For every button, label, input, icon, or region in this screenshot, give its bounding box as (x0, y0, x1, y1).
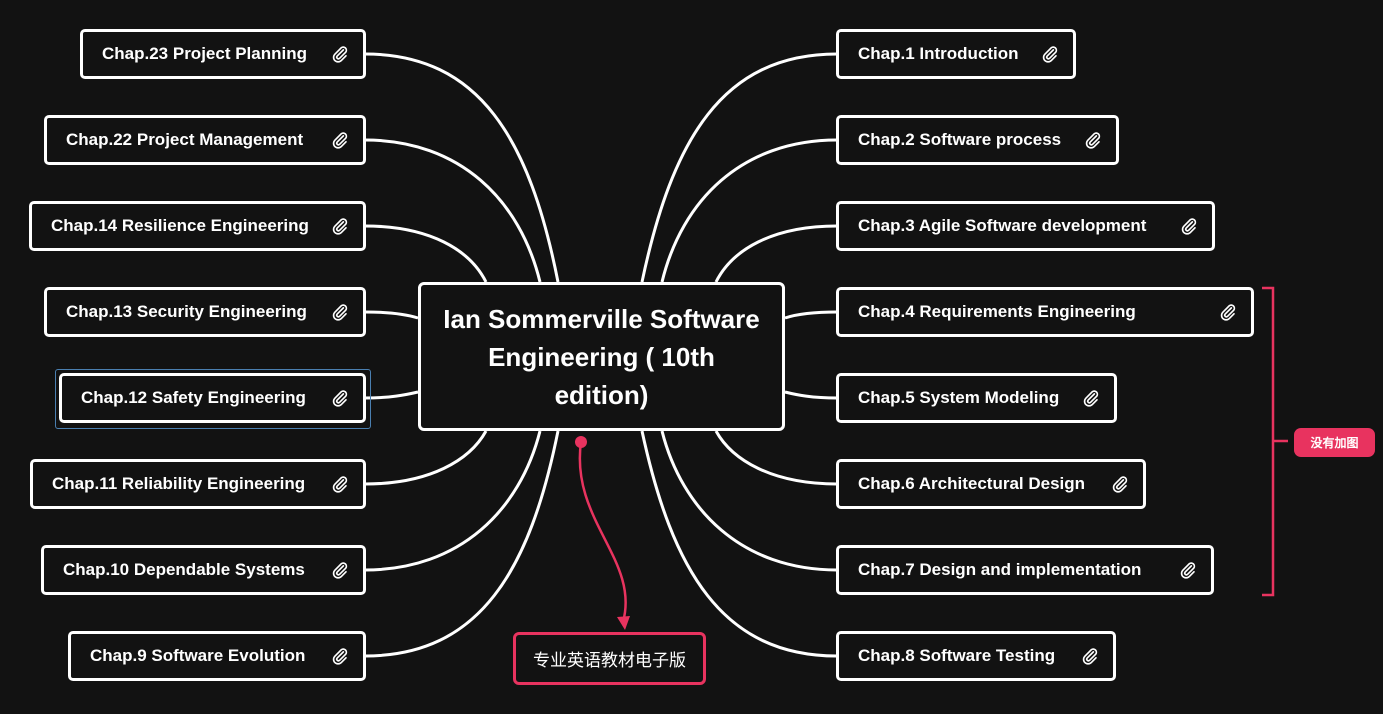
link-chap10 (364, 430, 542, 572)
topic-chap-5-system-modeling[interactable]: Chap.5 System Modeling (836, 373, 1117, 423)
attachment-icon[interactable] (331, 217, 349, 235)
topic-chap-3-agile-software-development[interactable]: Chap.3 Agile Software development (836, 201, 1215, 251)
topic-label: Chap.23 Project Planning (102, 44, 307, 63)
attachment-icon[interactable] (331, 561, 349, 579)
topic-chap-22-project-management[interactable]: Chap.22 Project Management (44, 115, 366, 165)
link-chap6 (714, 430, 838, 486)
topic-chap-23-project-planning[interactable]: Chap.23 Project Planning (80, 29, 366, 79)
topic-label: Chap.12 Safety Engineering (81, 388, 306, 407)
summary-bracket (1262, 286, 1288, 597)
topic-chap-8-software-testing[interactable]: Chap.8 Software Testing (836, 631, 1116, 681)
attachment-icon[interactable] (331, 389, 349, 407)
topic-label: Chap.7 Design and implementation (858, 560, 1142, 579)
topic-chap-12-safety-engineering[interactable]: Chap.12 Safety Engineering (59, 373, 366, 423)
link-chap4 (784, 310, 838, 320)
link-chap22 (364, 138, 542, 283)
relationship-arrowhead (617, 616, 630, 630)
topic-label: Chap.10 Dependable Systems (63, 560, 305, 579)
topic-label: Chap.2 Software process (858, 130, 1062, 149)
link-chap12 (364, 390, 419, 400)
topic-label: Chap.4 Requirements Engineering (858, 302, 1136, 321)
attachment-icon[interactable] (331, 475, 349, 493)
topic-label: Chap.3 Agile Software development (858, 216, 1147, 235)
topic-label: Chap.11 Reliability Engineering (52, 474, 306, 493)
link-chap2 (660, 138, 838, 283)
topic-label: Chap.1 Introduction (858, 44, 1019, 63)
topic-label: Chap.9 Software Evolution (90, 646, 306, 665)
topic-label: Chap.5 System Modeling (858, 388, 1060, 407)
topic-label: Chap.6 Architectural Design (858, 474, 1086, 493)
link-chap13 (364, 310, 419, 320)
attachment-icon[interactable] (1180, 217, 1198, 235)
relationship-note-label: 专业英语教材电子版 (533, 651, 686, 670)
attachment-icon[interactable] (1111, 475, 1129, 493)
attachment-icon[interactable] (331, 647, 349, 665)
attachment-icon[interactable] (331, 131, 349, 149)
attachment-icon[interactable] (331, 45, 349, 63)
topic-chap-14-resilience-engineering[interactable]: Chap.14 Resilience Engineering (29, 201, 366, 251)
topic-label: Chap.14 Resilience Engineering (51, 216, 309, 235)
link-chap9 (364, 430, 560, 658)
attachment-icon[interactable] (1082, 389, 1100, 407)
topic-chap-13-security-engineering[interactable]: Chap.13 Security Engineering (44, 287, 366, 337)
central-topic-label: Ian Sommerville Software Engineering ( 1… (443, 303, 760, 410)
topic-label: Chap.8 Software Testing (858, 646, 1056, 665)
central-topic[interactable]: Ian Sommerville Software Engineering ( 1… (418, 282, 785, 431)
topic-chap-4-requirements-engineering[interactable]: Chap.4 Requirements Engineering (836, 287, 1254, 337)
link-chap3 (714, 224, 838, 283)
topic-chap-11-reliability-engineering[interactable]: Chap.11 Reliability Engineering (30, 459, 366, 509)
link-chap8 (640, 430, 838, 658)
topic-label: Chap.22 Project Management (66, 130, 304, 149)
attachment-icon[interactable] (1081, 647, 1099, 665)
relationship-arrow (578, 441, 627, 623)
link-chap11 (364, 430, 488, 486)
attachment-icon[interactable] (331, 303, 349, 321)
topic-chap-7-design-and-implementation[interactable]: Chap.7 Design and implementation (836, 545, 1214, 595)
attachment-icon[interactable] (1084, 131, 1102, 149)
attachment-icon[interactable] (1179, 561, 1197, 579)
topic-chap-6-architectural-design[interactable]: Chap.6 Architectural Design (836, 459, 1146, 509)
link-chap23 (364, 52, 560, 283)
topic-label: Chap.13 Security Engineering (66, 302, 307, 321)
link-chap14 (364, 224, 488, 283)
link-chap7 (660, 430, 838, 572)
summary-label-text: 没有加图 (1310, 436, 1359, 450)
link-chap5 (784, 390, 838, 400)
topic-chap-10-dependable-systems[interactable]: Chap.10 Dependable Systems (41, 545, 366, 595)
attachment-icon[interactable] (1041, 45, 1059, 63)
link-chap1 (640, 52, 838, 283)
attachment-icon[interactable] (1219, 303, 1237, 321)
topic-chap-9-software-evolution[interactable]: Chap.9 Software Evolution (68, 631, 366, 681)
topic-chap-1-introduction[interactable]: Chap.1 Introduction (836, 29, 1076, 79)
topic-chap-2-software-process[interactable]: Chap.2 Software process (836, 115, 1119, 165)
summary-label[interactable]: 没有加图 (1294, 428, 1375, 457)
relationship-note[interactable]: 专业英语教材电子版 (513, 632, 706, 685)
